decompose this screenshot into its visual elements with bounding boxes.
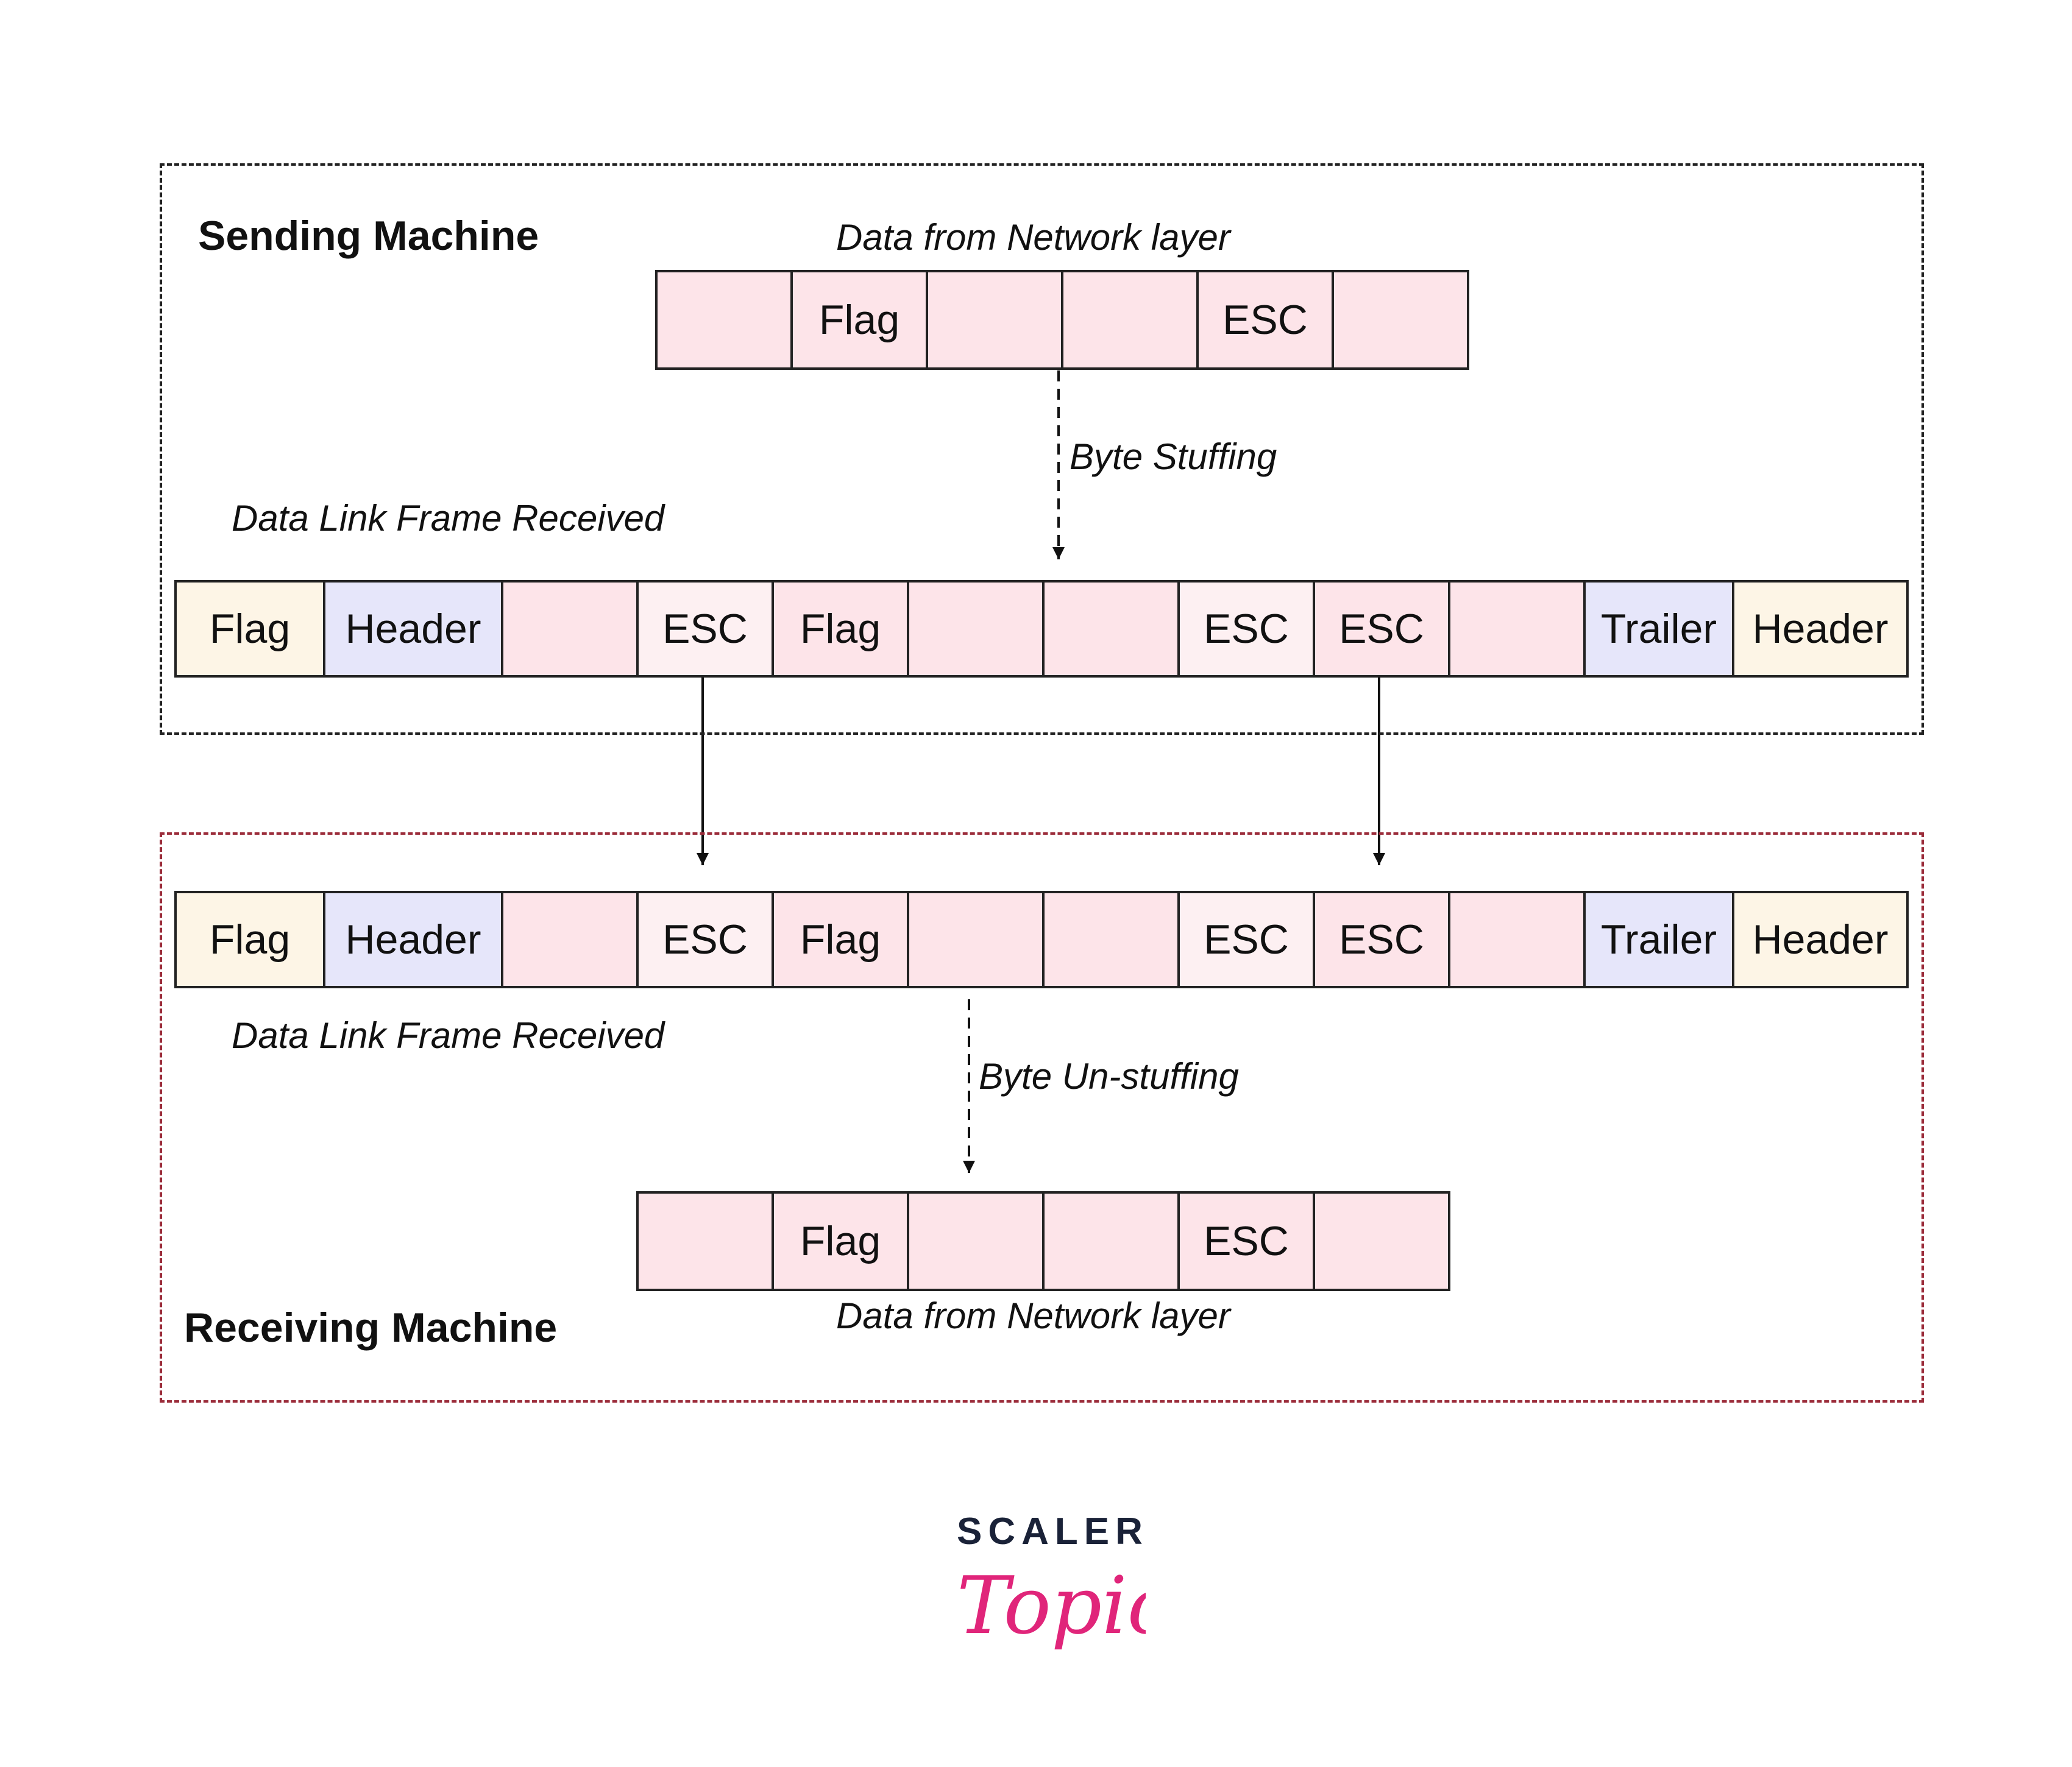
receiving-frame-cell-3: ESC (636, 891, 774, 988)
sending-input-cell-3 (1061, 270, 1199, 370)
receiving-machine-region (160, 832, 1924, 1403)
receiving-output-caption: Data from Network layer (836, 1295, 1230, 1336)
sending-frame-cell-11: Header (1732, 580, 1909, 678)
receiving-frame-cell-8: ESC (1313, 891, 1450, 988)
sending-frame-cell-1: Header (323, 580, 503, 678)
receiving-frame-cell-2 (501, 891, 639, 988)
sending-machine-region (160, 163, 1924, 735)
receiving-output-cell-4: ESC (1177, 1191, 1315, 1291)
sending-input-cell-0 (655, 270, 793, 370)
logo-scaler-text: SCALER (957, 1510, 1149, 1553)
receiving-frame-cell-6 (1042, 891, 1180, 988)
sending-frame-cell-4: Flag (772, 580, 909, 678)
receiving-frame-cell-9 (1448, 891, 1586, 988)
receiving-output-cell-1: Flag (772, 1191, 909, 1291)
receiving-frame-cell-5 (907, 891, 1045, 988)
byte-unstuffing-label: Byte Un-stuffing (979, 1056, 1239, 1097)
sending-machine-title: Sending Machine (198, 213, 539, 259)
sending-input-cell-2 (926, 270, 1063, 370)
receiving-output-cell-2 (907, 1191, 1045, 1291)
sending-frame-cell-6 (1042, 580, 1180, 678)
sending-input-cell-5 (1332, 270, 1469, 370)
sending-frame-caption: Data Link Frame Received (232, 498, 665, 539)
sending-frame-cell-0: Flag (174, 580, 325, 678)
receiving-frame-cell-1: Header (323, 891, 503, 988)
sending-frame-cell-10: Trailer (1583, 580, 1734, 678)
receiving-output-cell-3 (1042, 1191, 1180, 1291)
sending-frame-cell-3: ESC (636, 580, 774, 678)
sending-frame-cell-9 (1448, 580, 1586, 678)
logo-topics-wordmark: Topics (957, 1559, 1146, 1652)
receiving-frame-cell-11: Header (1732, 891, 1909, 988)
sending-frame-cell-7: ESC (1177, 580, 1315, 678)
receiving-output-cell-5 (1313, 1191, 1450, 1291)
sending-frame-cell-5 (907, 580, 1045, 678)
receiving-frame-cell-10: Trailer (1583, 891, 1734, 988)
byte-stuffing-label: Byte Stuffing (1070, 436, 1277, 477)
receiving-output-cell-0 (636, 1191, 774, 1291)
sending-frame-cell-2 (501, 580, 639, 678)
receiving-frame-cell-4: Flag (772, 891, 909, 988)
sending-input-cell-1: Flag (790, 270, 928, 370)
sending-input-cell-4: ESC (1196, 270, 1334, 370)
sending-frame-cell-8: ESC (1313, 580, 1450, 678)
logo-topics-text: Topics (957, 1559, 1146, 1652)
receiving-frame-cell-0: Flag (174, 891, 325, 988)
sending-input-caption: Data from Network layer (836, 217, 1230, 258)
receiving-frame-cell-7: ESC (1177, 891, 1315, 988)
receiving-frame-caption: Data Link Frame Received (232, 1015, 665, 1056)
receiving-machine-title: Receiving Machine (184, 1305, 558, 1351)
